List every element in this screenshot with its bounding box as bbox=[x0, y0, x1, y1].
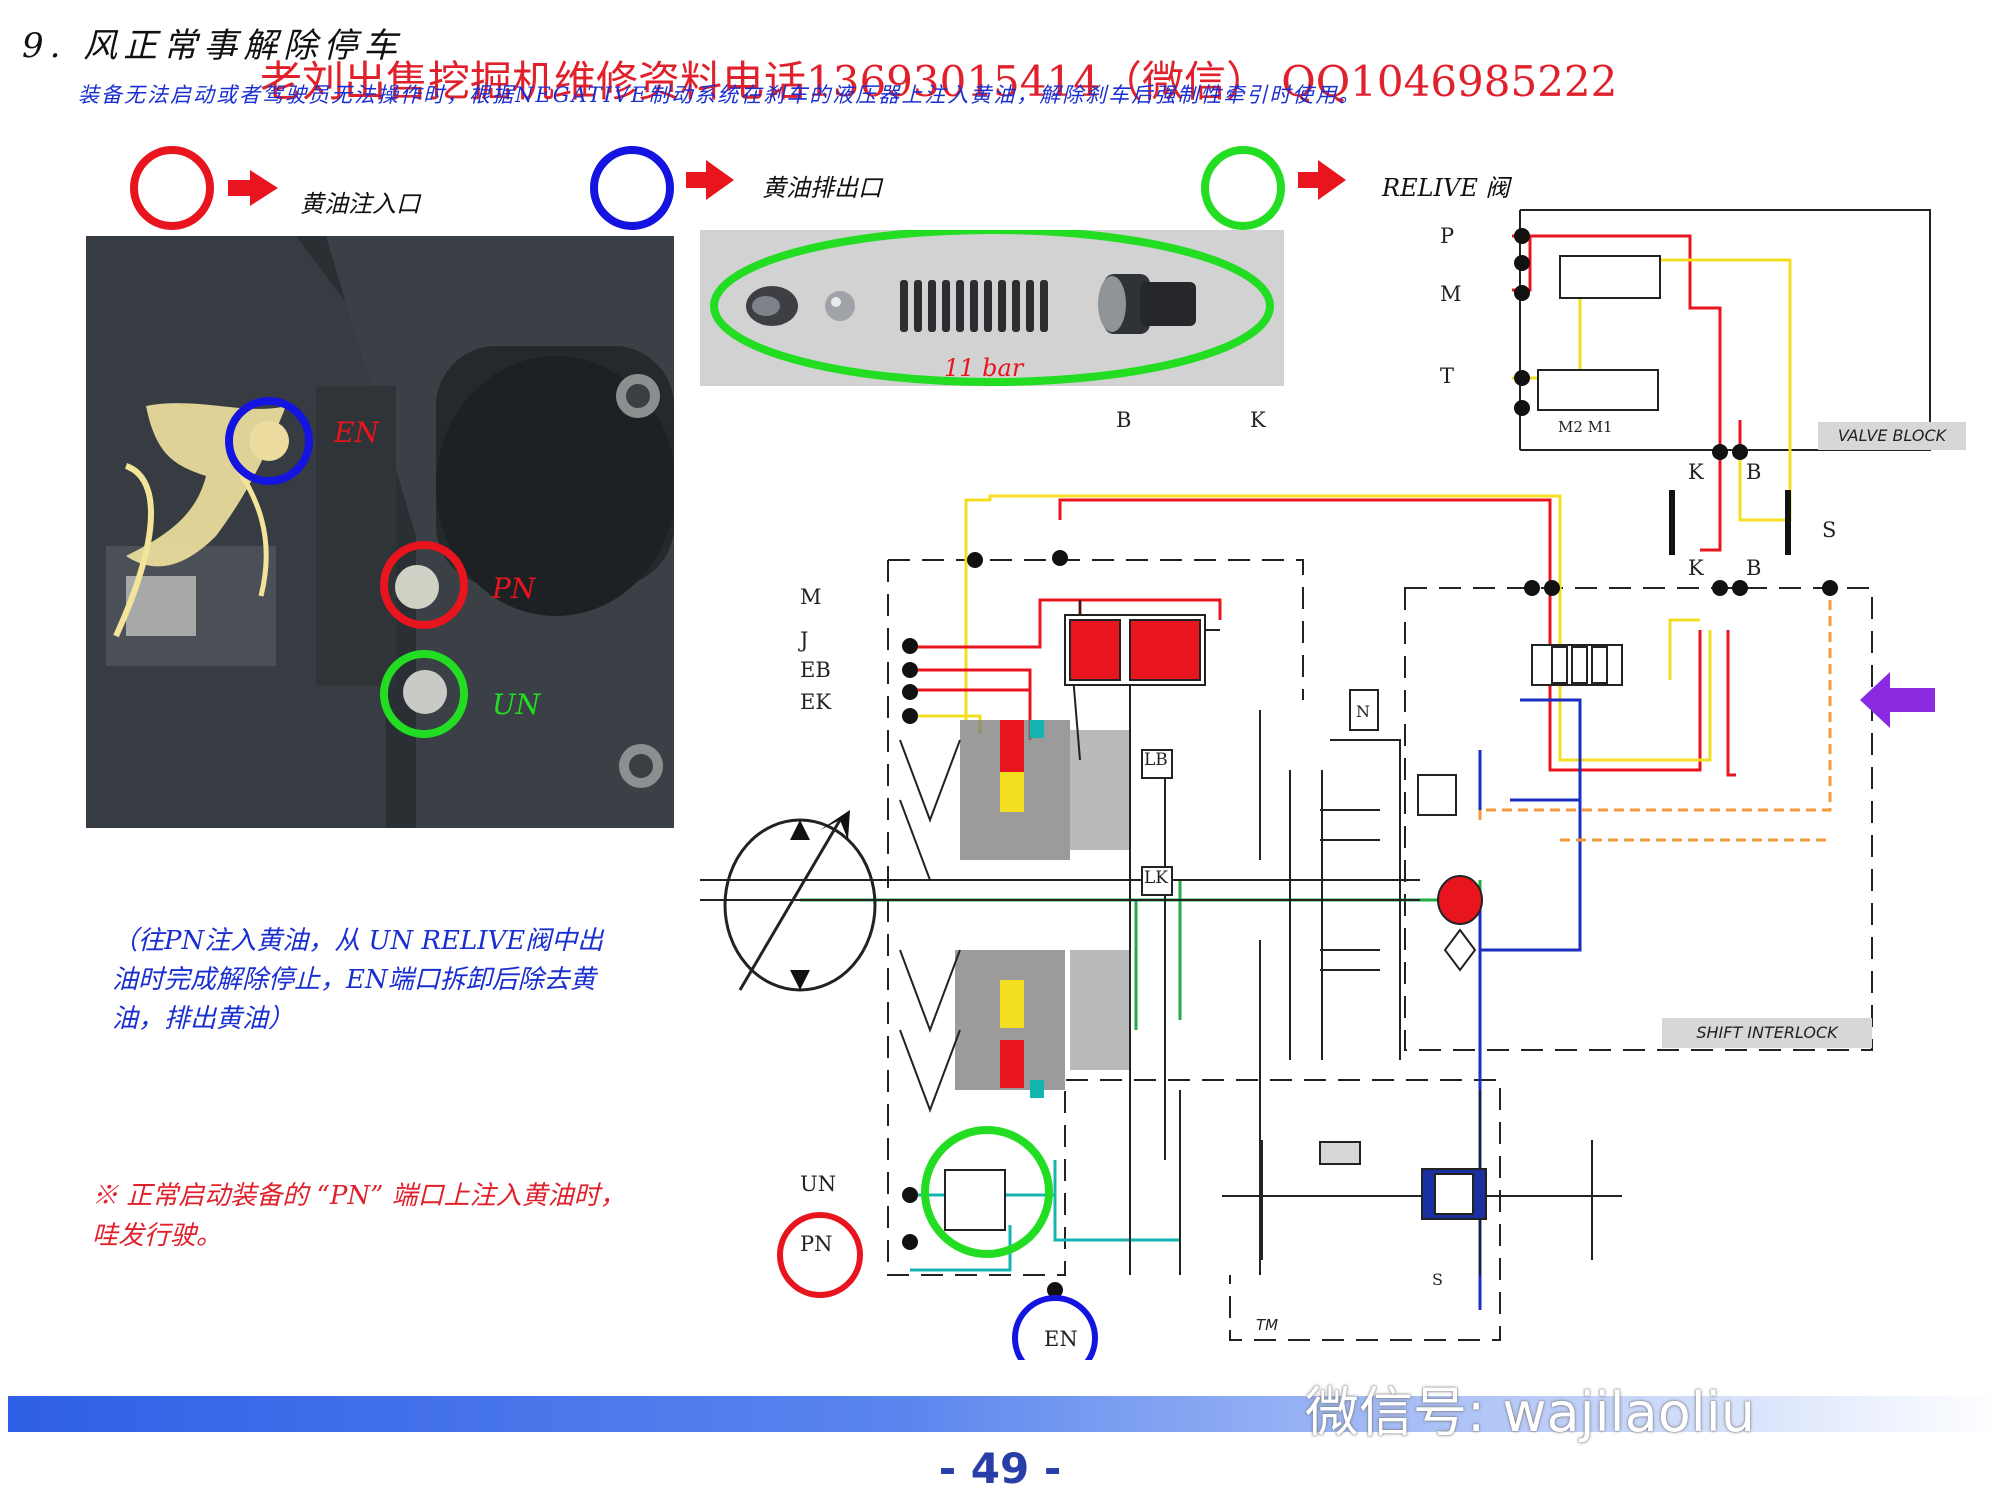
legend-red-circle-icon bbox=[130, 146, 214, 230]
pressure-label: 11 bar bbox=[944, 354, 1024, 382]
legend-blue-arrow-icon bbox=[686, 160, 734, 200]
line-red-b bbox=[1058, 498, 1702, 772]
link-k2-label: K bbox=[1688, 556, 1704, 580]
un-port-circle-icon bbox=[380, 650, 468, 738]
solenoid-valve-1 bbox=[1559, 255, 1661, 299]
n-box bbox=[1349, 689, 1379, 731]
parts-green-ellipse bbox=[710, 230, 1274, 386]
valve-m2-m1-label: M2 M1 bbox=[1558, 418, 1613, 436]
label-pn: PN bbox=[492, 572, 536, 605]
tm-label: TM bbox=[1256, 1316, 1279, 1334]
port-en-label: EN bbox=[1044, 1327, 1078, 1351]
watermark-text: 老刘出售挖掘机维修资料电话13693015414（微信） QQ104698522… bbox=[260, 57, 1618, 106]
tm-box bbox=[1319, 1141, 1361, 1165]
legend-green-circle-icon bbox=[1201, 146, 1285, 230]
legend-blue-circle-icon bbox=[590, 146, 674, 230]
filter-icon bbox=[1443, 928, 1477, 972]
transmission-frame bbox=[887, 560, 1501, 1341]
legend-row bbox=[130, 146, 1346, 230]
n-label: N bbox=[1356, 702, 1370, 721]
valve-port-t: T bbox=[1440, 364, 1455, 388]
hydraulic-schematic bbox=[700, 209, 1935, 1360]
line-orange bbox=[1478, 590, 1832, 820]
line-green bbox=[800, 880, 1482, 902]
relief-valve-parts-photo: 11 bar bbox=[700, 230, 1284, 386]
pump-icon bbox=[723, 818, 877, 992]
lk-label: LK bbox=[1144, 868, 1168, 888]
intro-text: 装备无法启动或者驾驶员无法操作时，根据NEGATIVE制动系统在刹车的液压器上注… bbox=[78, 83, 1362, 107]
shift-interlock-frame bbox=[1404, 587, 1873, 1051]
page-title: 9. 风正常事解除停车 bbox=[22, 26, 404, 66]
link-k1-label: K bbox=[1688, 460, 1704, 484]
label-en: EN bbox=[334, 416, 379, 449]
port-eb-label: EB bbox=[800, 658, 831, 682]
link-b1-label: B bbox=[1746, 460, 1762, 484]
relief-valve-circle-icon bbox=[921, 1126, 1053, 1258]
purple-arrow-icon bbox=[1860, 672, 1935, 728]
lb-label: LB bbox=[1144, 750, 1168, 770]
note-blue-text: （往PN注入黄油，从 UN RELIVE阀中出油时完成解除停止，EN端口拆卸后除… bbox=[112, 926, 604, 1034]
lk-box bbox=[1141, 866, 1173, 896]
pn-port-circle-icon bbox=[380, 541, 468, 629]
solenoid-valve-2 bbox=[1537, 369, 1659, 411]
spring-icon bbox=[900, 280, 1048, 332]
port-b-label: B bbox=[1116, 408, 1132, 432]
port-ek-label: EK bbox=[800, 690, 832, 714]
legend-blue-label: 黄油排出口 bbox=[762, 174, 882, 202]
interlock-valve bbox=[1531, 644, 1623, 686]
legend-green-arrow-icon bbox=[1298, 160, 1346, 200]
port-j-label: J bbox=[800, 628, 809, 652]
en-circle-icon bbox=[1012, 1295, 1098, 1360]
en-port-circle-icon bbox=[225, 397, 313, 485]
legend-red-label: 黄油注入口 bbox=[300, 190, 420, 218]
pn-circle-icon bbox=[777, 1212, 863, 1298]
legend-green-label: RELIVE 阀 bbox=[1382, 174, 1510, 202]
brake-port-photo: EN PN UN bbox=[86, 236, 674, 828]
valve-port-m: M bbox=[1440, 282, 1462, 306]
link-s-label: S bbox=[1822, 518, 1837, 542]
port-m-label: M bbox=[800, 585, 822, 609]
port-pn-label: PN bbox=[800, 1232, 833, 1256]
relief-valve-box bbox=[1417, 774, 1457, 816]
accumulator-icon bbox=[1437, 875, 1483, 925]
label-un: UN bbox=[492, 688, 541, 721]
page-number: - 49 - bbox=[938, 1444, 1062, 1493]
port-k-label: K bbox=[1250, 408, 1266, 432]
valve-block-label: VALVE BLOCK bbox=[1818, 422, 1966, 450]
line-red-valve bbox=[1512, 234, 1722, 552]
link-b2-label: B bbox=[1746, 556, 1762, 580]
lb-box bbox=[1141, 749, 1173, 779]
valve-port-p: P bbox=[1440, 224, 1455, 248]
s-block-label: S bbox=[1432, 1270, 1443, 1289]
wechat-watermark: 微信号: wajilaoliu bbox=[1305, 1381, 1755, 1444]
port-un-label: UN bbox=[800, 1172, 837, 1196]
note-red-text: ※ 正常启动装备的 “PN” 端口上注入黄油时，哇发行驶。 bbox=[92, 1181, 626, 1251]
footer-bar bbox=[8, 1396, 2000, 1432]
shift-interlock-label: SHIFT INTERLOCK bbox=[1662, 1018, 1872, 1048]
legend-red-arrow-icon bbox=[228, 170, 278, 206]
